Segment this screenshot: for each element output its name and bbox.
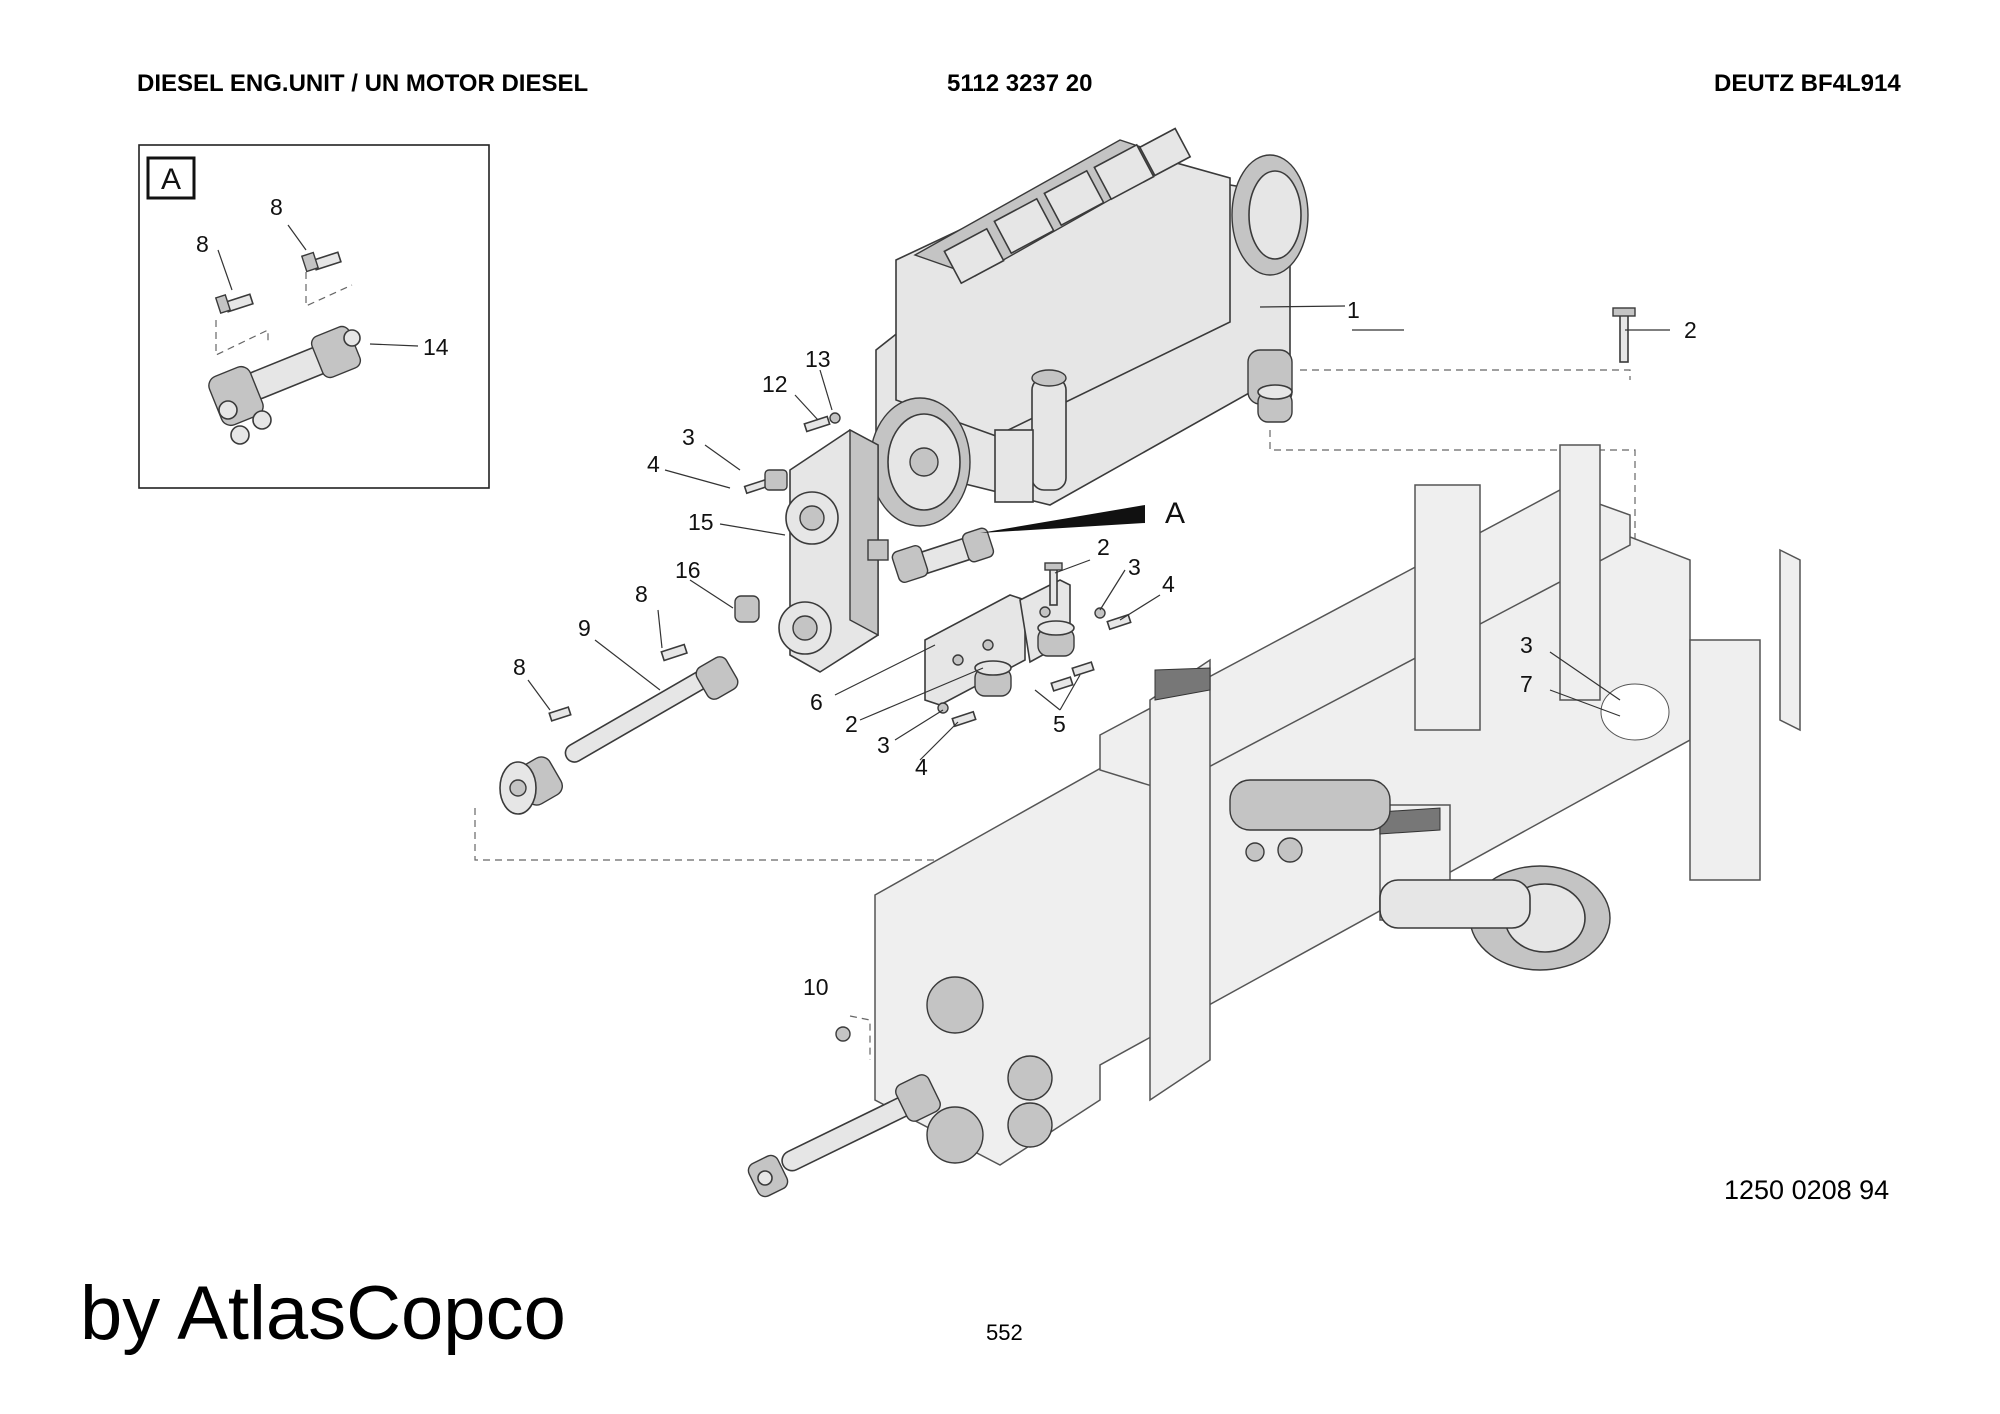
callout-1: 1 <box>1347 297 1360 323</box>
engine-model: DEUTZ BF4L914 <box>1714 70 1901 97</box>
diesel-engine <box>869 127 1309 527</box>
callout-8: 8 <box>513 654 526 680</box>
document-code: 5112 3237 20 <box>947 70 1093 97</box>
callout-16: 16 <box>675 557 701 583</box>
callout-12: 12 <box>762 371 788 397</box>
front-drive-shaft <box>747 1074 941 1198</box>
brand-watermark: by AtlasCopco <box>80 1271 566 1356</box>
callout-3: 3 <box>1128 554 1141 580</box>
callout-9: 9 <box>578 615 591 641</box>
callout-2: 2 <box>1684 317 1697 343</box>
callout-4: 4 <box>1162 571 1175 597</box>
detail-a-label: A <box>1165 497 1185 530</box>
callout-5: 5 <box>1053 711 1066 737</box>
callout-14: 14 <box>423 334 449 360</box>
callout-7: 7 <box>1520 671 1533 697</box>
callout-8: 8 <box>270 194 283 220</box>
detail-a-arrow <box>980 505 1145 533</box>
inset-drive-shaft <box>208 325 362 445</box>
callout-2: 2 <box>845 711 858 737</box>
rubber-mount-b <box>1037 620 1075 657</box>
callout-3: 3 <box>1520 632 1533 658</box>
callout-10: 10 <box>803 974 829 1000</box>
callout-8: 8 <box>635 581 648 607</box>
page-title: DIESEL ENG.UNIT / UN MOTOR DIESEL <box>137 70 589 97</box>
long-drive-shaft <box>499 656 739 815</box>
chassis-frame <box>874 444 1801 1166</box>
inset-bolt-b <box>300 251 342 273</box>
transfer-gearbox <box>778 428 889 673</box>
callout-2: 2 <box>1097 534 1110 560</box>
callout-3: 3 <box>682 424 695 450</box>
inset-detail-a: A <box>138 144 490 489</box>
callout-8: 8 <box>196 231 209 257</box>
callout-13: 13 <box>805 346 831 372</box>
callout-6: 6 <box>810 689 823 715</box>
inset-label: A <box>161 163 181 196</box>
leader-lines <box>527 329 1670 761</box>
rubber-mount-a <box>974 660 1012 697</box>
inset-label-box <box>146 156 196 200</box>
callout-4: 4 <box>915 754 928 780</box>
callout-15: 15 <box>688 509 714 535</box>
callout-4: 4 <box>647 451 660 477</box>
inset-bolt-a <box>214 293 254 315</box>
page-number: 552 <box>986 1320 1023 1345</box>
gearbox-coupling-shaft <box>891 527 995 583</box>
drawing-number: 1250 0208 94 <box>1724 1175 1890 1205</box>
callout-3: 3 <box>877 732 890 758</box>
rubber-mount-rear <box>1257 384 1293 423</box>
